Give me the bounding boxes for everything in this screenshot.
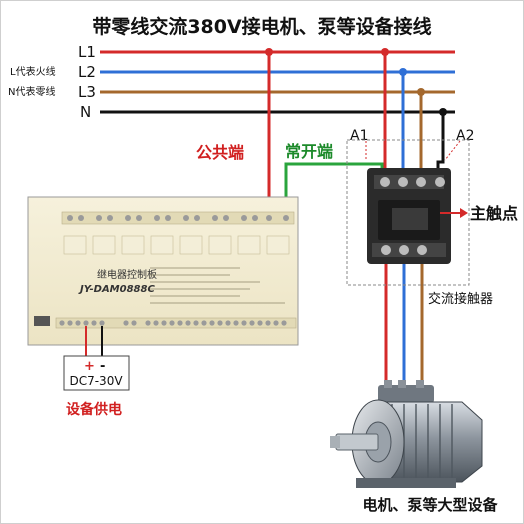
coil-a2-label: A2	[456, 128, 474, 144]
top-terminal-screws	[67, 215, 289, 221]
main-contact-label: 主触点	[470, 204, 518, 223]
bottom-terminal-screws	[59, 320, 287, 326]
motor-terminal-box	[378, 385, 434, 403]
board-name: 继电器控制板	[97, 268, 157, 281]
a2-pointer	[444, 140, 461, 161]
relay-row	[63, 235, 290, 255]
main-contact-arrowhead	[460, 208, 468, 218]
line-label-l2: L2	[78, 63, 96, 81]
board-connector	[34, 316, 50, 326]
board-model: JY-DAM0888C	[78, 284, 155, 295]
side-label-neutral: N代表零线	[8, 85, 55, 98]
relay-board: 继电器控制板 JY-DAM0888C	[27, 196, 299, 346]
motor-icon	[330, 380, 483, 488]
line-label-n: N	[80, 103, 91, 121]
line-label-l1: L1	[78, 43, 96, 61]
diagram-title: 带零线交流380V接电机、泵等设备接线	[92, 15, 431, 38]
power-supply-box	[63, 355, 130, 391]
contactor-outline	[346, 139, 470, 286]
line-label-l3: L3	[78, 83, 96, 101]
contactor-label: 交流接触器	[428, 291, 493, 307]
common-terminal-label: 公共端	[196, 143, 244, 162]
spec-panel	[150, 267, 285, 304]
contactor-body	[367, 168, 451, 264]
motor-shaft	[335, 433, 379, 451]
device-power-label: 设备供电	[66, 401, 122, 418]
side-label-live: L代表火线	[10, 65, 56, 78]
power-minus-label: -	[100, 359, 105, 374]
normally-open-label: 常开端	[285, 142, 333, 161]
power-plus-label: +	[84, 359, 95, 374]
power-voltage-label: DC7-30V	[69, 374, 123, 388]
motor-label: 电机、泵等大型设备	[362, 496, 498, 514]
